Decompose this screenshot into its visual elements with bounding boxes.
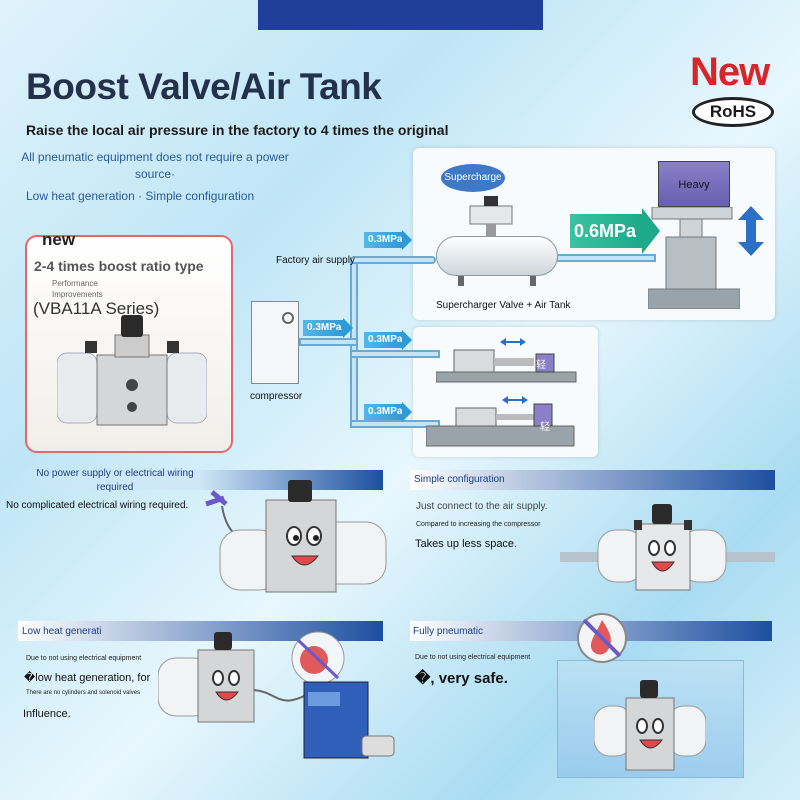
low-heat-text-2: �low heat generation, for xyxy=(24,672,151,684)
card-new-label: new xyxy=(42,230,76,249)
pipe-to-actuator-2 xyxy=(350,420,440,428)
light-label-2: 轻 xyxy=(540,422,550,433)
low-heat-header-bar xyxy=(18,621,383,641)
feature-no-power: All pneumatic equipment does not require… xyxy=(21,150,289,181)
pneumatic-text-2: �, very safe. xyxy=(415,670,508,687)
product-card xyxy=(25,235,233,453)
supercharge-bubble: Supercharge xyxy=(441,164,505,192)
low-heat-text-4: Influence. xyxy=(23,708,71,720)
output-pressure-arrow: 0.6MPa xyxy=(570,208,660,254)
page-title: Boost Valve/Air Tank xyxy=(26,66,382,107)
pressure-arrow-2: 0.3MPa xyxy=(303,318,353,338)
tank-label: Supercharger Valve + Air Tank xyxy=(436,300,571,311)
press-machine xyxy=(648,207,740,309)
mascot-valve-2 xyxy=(560,504,775,591)
pneumatic-text-1: Due to not using electrical equipment xyxy=(415,654,531,661)
mascot-valve-3 xyxy=(158,631,395,759)
tank-leg-left xyxy=(458,276,464,286)
mascot-valve-4 xyxy=(594,680,706,771)
compressor-label: compressor xyxy=(250,391,303,402)
pressure-arrow-4: 0.3MPa xyxy=(364,402,412,422)
simple-title: Simple configuration xyxy=(414,474,505,485)
top-banner-bar xyxy=(258,0,543,30)
low-heat-title: Low heat generati xyxy=(22,626,102,637)
no-power-title: No power supply or electrical wiring req… xyxy=(36,468,194,493)
low-heat-text-3: There are no cylinders and solenoid valv… xyxy=(26,690,141,696)
simple-text-3: Takes up less space. xyxy=(415,538,518,550)
page-subtitle: Raise the local air pressure in the fact… xyxy=(26,122,449,138)
tank-leg-right xyxy=(530,276,536,286)
card-type-label: 2-4 times boost ratio type xyxy=(34,258,204,274)
simple-header-bar xyxy=(410,470,775,490)
pipe-from-compressor xyxy=(299,338,358,346)
card-performance-label: Performance Improvements xyxy=(52,279,103,299)
rohs-badge: RoHS xyxy=(692,97,774,127)
supercharger-valve-icon xyxy=(469,196,513,236)
new-logo: New xyxy=(690,50,770,94)
feature-low-heat: Low heat generation · Simple configurati… xyxy=(26,189,255,203)
pressure-arrow-1: 0.3MPa xyxy=(364,230,412,250)
light-label-1: 轻 xyxy=(536,360,546,371)
heavy-load-box: Heavy xyxy=(658,161,730,207)
compressor-unit xyxy=(251,301,299,384)
air-tank xyxy=(436,236,558,276)
simple-text-1: Just connect to the air supply. xyxy=(416,501,548,512)
actuator-2 xyxy=(426,396,575,447)
boost-valve-illustration xyxy=(57,315,207,426)
pipe-to-tank xyxy=(350,256,436,264)
up-down-arrow-icon xyxy=(738,206,764,256)
no-power-text: No complicated electrical wiring require… xyxy=(6,500,189,511)
pipe-to-press xyxy=(556,254,656,262)
mascot-valve-1 xyxy=(205,480,387,593)
pneumatic-title: Fully pneumatic xyxy=(413,626,484,637)
actuator-1 xyxy=(436,338,577,383)
card-series-label: (VBA11A Series) xyxy=(33,299,160,318)
factory-air-supply-label: Factory air supply xyxy=(276,255,355,266)
compressor-gauge-icon xyxy=(282,312,294,324)
no-fire-icon xyxy=(577,613,627,663)
pipe-to-actuator-1 xyxy=(350,350,440,358)
low-heat-text-1: Due to not using electrical equipment xyxy=(26,655,142,662)
pressure-arrow-3: 0.3MPa xyxy=(364,330,412,350)
simple-text-2: Compared to increasing the compressor xyxy=(416,521,541,528)
